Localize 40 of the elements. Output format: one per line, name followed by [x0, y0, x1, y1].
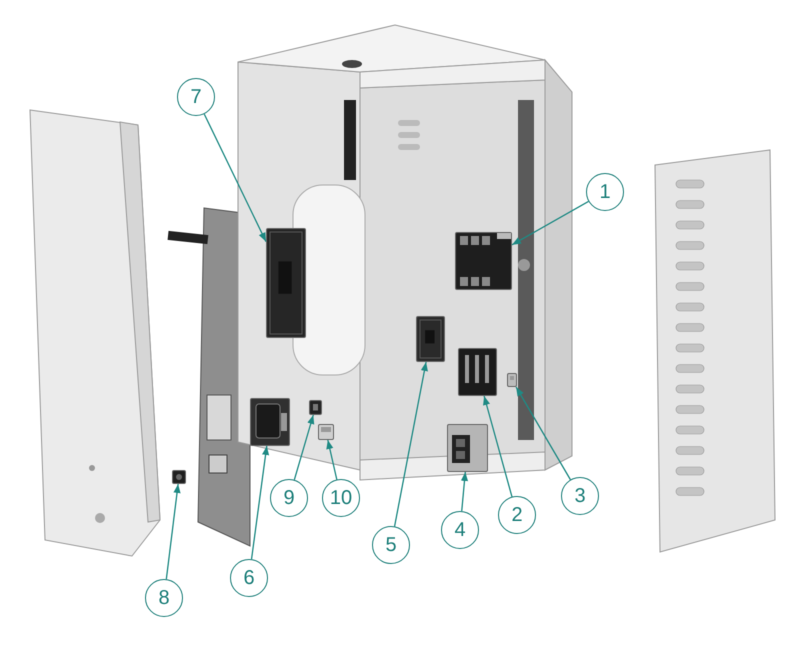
callout-number: 1	[599, 182, 611, 202]
control-board	[266, 228, 306, 338]
callout-circle	[372, 526, 410, 564]
fuse-clip	[507, 373, 517, 387]
callout-circle	[230, 559, 268, 597]
leader-line	[326, 440, 338, 480]
callout-circle	[322, 479, 360, 517]
leader-line	[460, 472, 468, 512]
connector	[318, 424, 334, 440]
callout-circle	[177, 78, 215, 116]
leader-line	[166, 484, 181, 580]
callout-number: 9	[283, 488, 295, 508]
power-module	[250, 398, 290, 446]
terminal-block	[458, 348, 497, 396]
callout-circle	[586, 173, 624, 211]
leader-line	[516, 386, 571, 480]
leader-line	[512, 200, 589, 246]
callout-circle	[441, 511, 479, 549]
callout-number: 7	[190, 87, 202, 107]
leader-line	[394, 362, 428, 526]
callout-number: 6	[243, 568, 255, 588]
callout-number: 5	[385, 535, 397, 555]
callout-number: 2	[511, 505, 523, 525]
circuit-board	[416, 316, 445, 362]
leader-line	[204, 114, 267, 242]
callout-number: 8	[158, 588, 170, 608]
callout-circle	[498, 496, 536, 534]
callout-circle	[561, 477, 599, 515]
callout-number: 10	[330, 488, 352, 508]
callout-circle	[270, 479, 308, 517]
leader-line	[250, 446, 270, 560]
knob	[172, 470, 186, 484]
rocker-switch	[309, 400, 322, 415]
callout-number: 3	[574, 486, 586, 506]
callout-circle	[145, 579, 183, 617]
leader-line	[294, 414, 314, 480]
leader-line	[483, 396, 513, 497]
transformer	[447, 424, 488, 472]
contactor	[455, 232, 512, 290]
callout-number: 4	[454, 520, 466, 540]
